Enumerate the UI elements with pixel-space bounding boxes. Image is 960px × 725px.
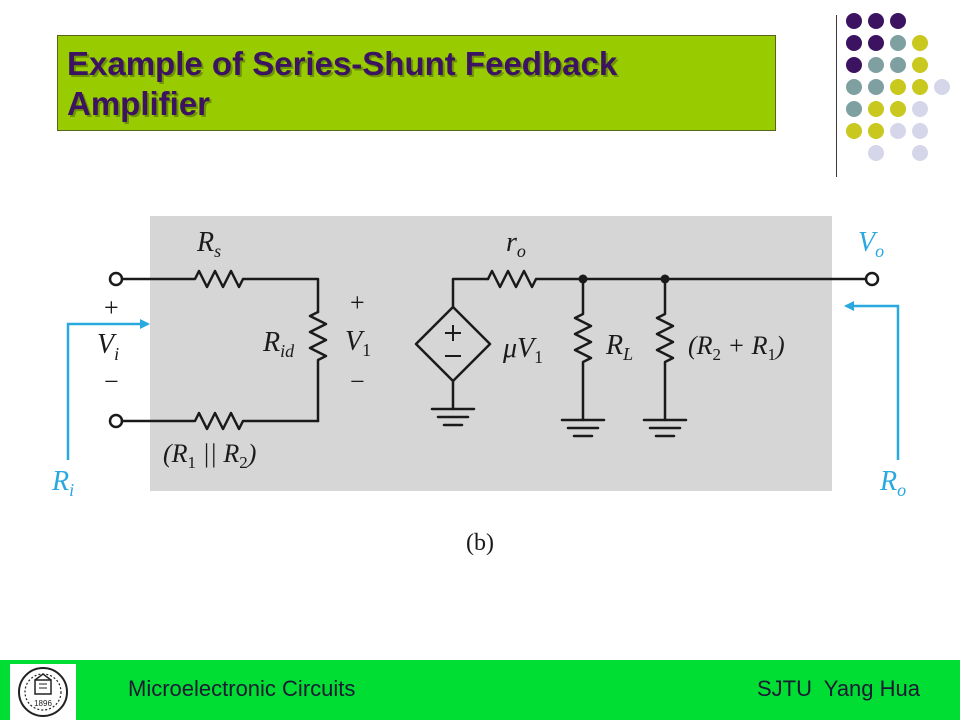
node-rl [578,274,588,284]
ro-label: ro [506,227,526,261]
decor-dot [846,57,862,73]
decor-dot [846,101,862,117]
decor-dot [868,57,884,73]
divider-line [836,15,837,177]
ground-source [430,407,476,427]
rid-label: Rid [262,327,295,361]
footer-author: SJTU Yang Hua [756,676,920,701]
decor-dot [912,123,928,139]
decor-dot [912,35,928,51]
plus-v1-label: + [350,288,365,317]
footer-bar: 1896 Microelectronic Circuits SJTU Yang … [0,660,960,720]
ri-label: Ri [51,466,74,500]
decor-dot [846,35,862,51]
ground-rl [560,418,606,438]
vo-label: Vo [858,227,884,261]
decor-dot [868,35,884,51]
plus-in-label: + [104,293,119,322]
input-terminal-top [108,271,124,287]
decor-dot [846,79,862,95]
decor-dot [868,145,884,161]
input-terminal-bottom [108,413,124,429]
logo-year: 1896 [34,699,52,708]
decor-dot [890,101,906,117]
vi-label: Vi [97,329,119,364]
decor-dot [890,79,906,95]
ro-resistor [486,269,868,289]
decor-dot [890,57,906,73]
rid-resistor [308,310,328,423]
muv1-label: μV1 [502,333,543,367]
decor-dot [912,145,928,161]
ro-arrow [844,301,900,460]
decor-dot [890,123,906,139]
decor-dot [868,123,884,139]
circuit-panel [150,216,832,491]
decor-dot [912,57,928,73]
rs-label: Rs [196,227,221,261]
ri-arrow [66,319,150,460]
source-plus-sign [445,325,461,341]
rs-resistor [120,269,320,314]
slide-title: Example of Series-Shunt Feedback Amplifi… [67,45,618,122]
ground-r2r1 [642,418,688,438]
r1r2-parallel-label: (R1 || R2) [163,439,256,472]
decor-dot [912,101,928,117]
decor-dot [868,79,884,95]
minus-in-label: − [104,367,119,396]
rl-label: RL [605,330,633,364]
decor-dot [846,13,862,29]
v1-label: V1 [345,326,371,360]
decor-dot [890,35,906,51]
node-r2r1 [660,274,670,284]
decor-dot [934,79,950,95]
r1r2-parallel-resistor [120,411,320,431]
decor-dot [868,101,884,117]
caption-label: (b) [466,530,494,556]
dot-grid-decoration [846,13,950,161]
decor-dot [868,13,884,29]
decor-dot [846,123,862,139]
title-box: Example of Series-Shunt Feedback Amplifi… [57,35,776,131]
output-terminal [864,271,880,287]
circuit-diagram: Rs + Vi − Rid + V1 − (R1 || R2) ro μV1 R… [51,216,906,556]
decor-dot [912,79,928,95]
minus-v1-label: − [350,367,365,396]
decor-dot [890,13,906,29]
r2r1-resistor [655,277,675,422]
university-logo-icon: 1896 [18,667,68,717]
footer-course-name: Microelectronic Circuits [128,676,356,701]
r2r1-sum-label: (R2 + R1) [688,331,785,364]
rl-resistor [573,277,593,422]
source-wire [451,277,490,309]
university-logo: 1896 [10,664,76,720]
ro-output-label: Ro [879,466,906,500]
